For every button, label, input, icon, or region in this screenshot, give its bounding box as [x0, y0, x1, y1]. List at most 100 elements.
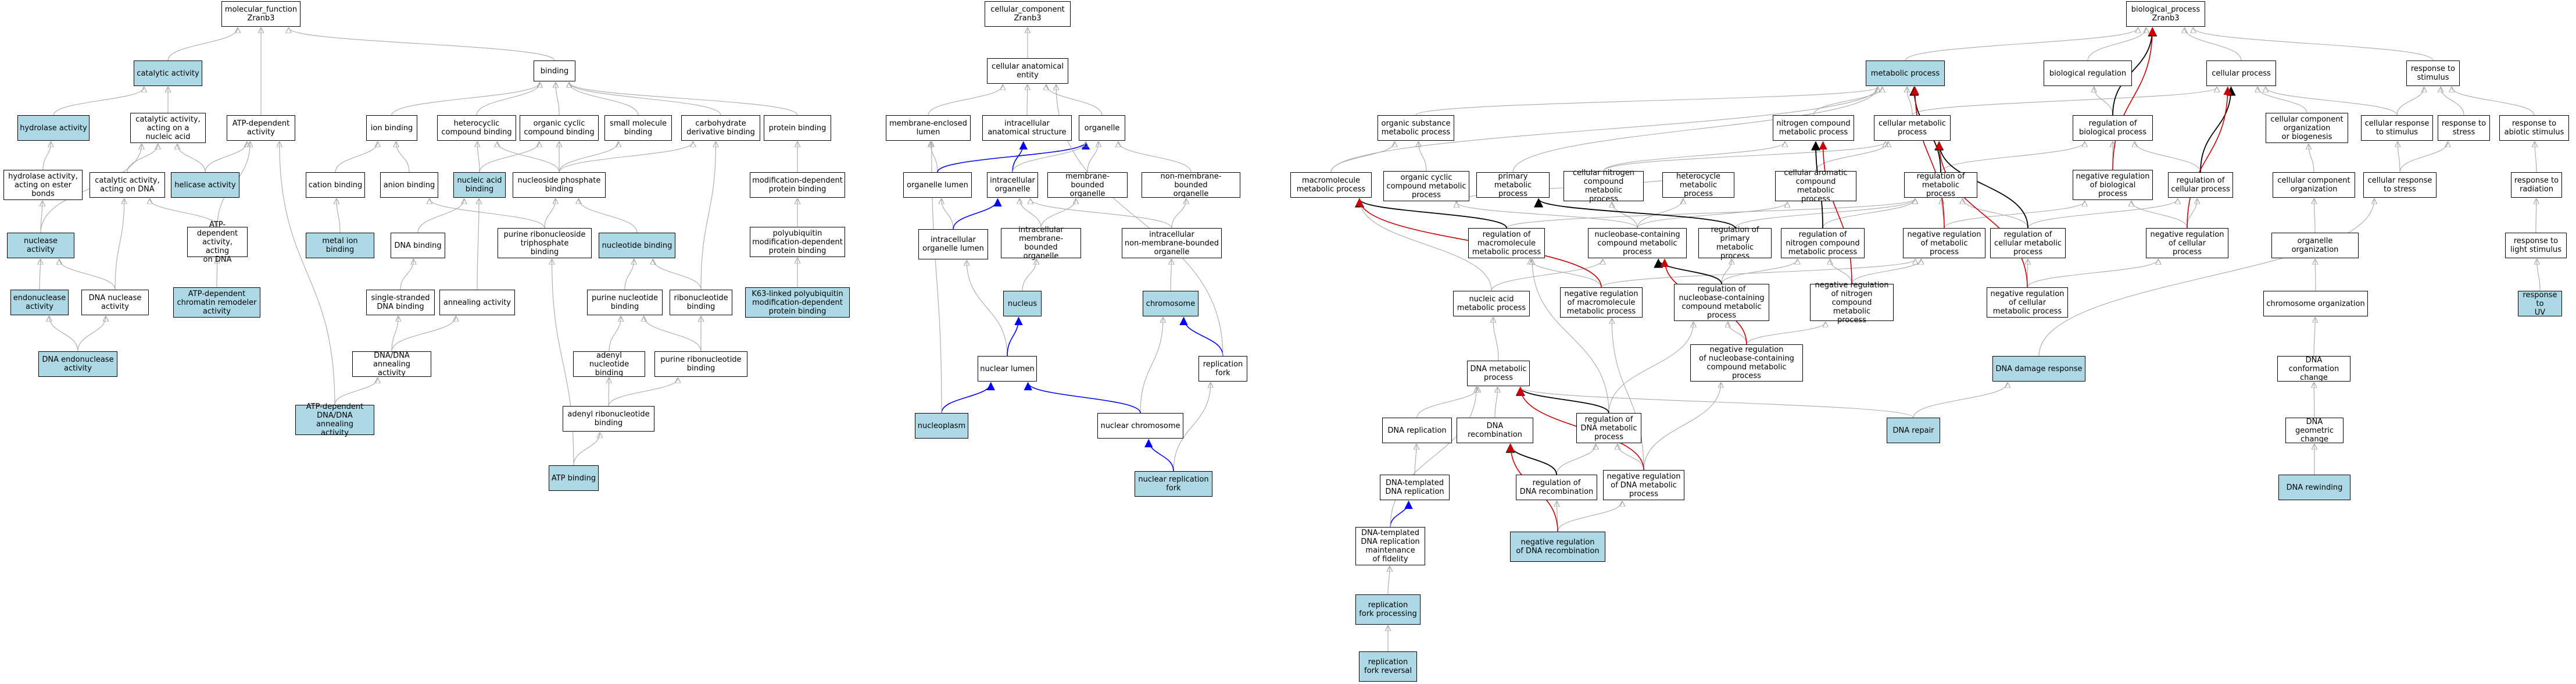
node-intracellular-non-membrane-bounded-organelle[interactable]: intracellular non-membrane-bounded organ… — [1122, 228, 1222, 258]
node-purine-nucleotide-binding[interactable]: purine nucleotide binding — [587, 290, 663, 315]
node-polyubiquitin-modification-dependent-protein-binding[interactable]: polyubiquitin modification-dependent pro… — [750, 227, 845, 257]
node-response-to-stimulus[interactable]: response to stimulus — [2406, 60, 2460, 86]
node-intracellular-membrane-bounded-organelle[interactable]: intracellular membrane-bounded organelle — [1001, 226, 1081, 261]
node-intracellular-organelle[interactable]: intracellular organelle — [987, 172, 1038, 198]
node-helicase-activity[interactable]: helicase activity — [171, 172, 239, 198]
node-adenyl-ribonucleotide-binding[interactable]: adenyl ribonucleotide binding — [563, 406, 654, 432]
node-nucleic-acid-binding[interactable]: nucleic acid binding — [453, 172, 506, 198]
node-negative-regulation-of-cellular-metabolic-process[interactable]: negative regulation of cellular metaboli… — [1987, 287, 2068, 318]
node-cellular-response-to-stress[interactable]: cellular response to stress — [2363, 172, 2437, 198]
node-single-stranded-dna-binding[interactable]: single-stranded DNA binding — [366, 290, 435, 315]
node-cellular-aromatic-compound-metabolic-process[interactable]: cellular aromatic compound metabolic pro… — [1775, 169, 1856, 204]
node-negative-regulation-of-biological-process[interactable]: negative regulation of biological proces… — [2073, 170, 2153, 200]
node-primary-metabolic-process[interactable]: primary metabolic process — [1476, 172, 1550, 198]
node-anion-binding[interactable]: anion binding — [380, 172, 438, 198]
node-atp-dependent-activity[interactable]: ATP-dependent activity — [227, 115, 295, 141]
node-dna-endonuclease-activity[interactable]: DNA endonuclease activity — [38, 351, 117, 377]
node-dna-binding[interactable]: DNA binding — [391, 233, 445, 258]
node-binding[interactable]: binding — [534, 60, 575, 81]
node-replication-fork-reversal[interactable]: replication fork reversal — [1359, 651, 1417, 682]
node-nuclease-activity[interactable]: nuclease activity — [7, 233, 74, 258]
node-membrane-bounded-organelle[interactable]: membrane-bounded organelle — [1047, 172, 1128, 198]
node-nucleotide-binding[interactable]: nucleotide binding — [599, 233, 675, 258]
node-cellular-response-to-stimulus[interactable]: cellular response to stimulus — [2361, 115, 2433, 141]
node-regulation-of-cellular-process[interactable]: regulation of cellular process — [2168, 172, 2233, 198]
node-nucleic-acid-metabolic-process[interactable]: nucleic acid metabolic process — [1453, 291, 1530, 316]
node-cellular-nitrogen-compound-metabolic-process[interactable]: cellular nitrogen compound metabolic pro… — [1564, 169, 1644, 204]
node-catalytic-activity[interactable]: catalytic activity — [134, 60, 202, 86]
node-negative-regulation-of-nucleobase-containing-compound-metabolic-process[interactable]: negative regulation of nucleobase-contai… — [1690, 344, 1803, 382]
node-ribonucleotide-binding[interactable]: ribonucleotide binding — [670, 290, 732, 315]
node-dna-templated-dna-replication[interactable]: DNA-templated DNA replication — [1380, 475, 1450, 500]
node-regulation-of-metabolic-process[interactable]: regulation of metabolic process — [1904, 172, 1977, 198]
node-organelle[interactable]: organelle — [1079, 115, 1125, 141]
node-response-to-light-stimulus[interactable]: response to light stimulus — [2505, 233, 2567, 258]
node-response-to-uv[interactable]: response to UV — [2518, 291, 2562, 317]
node-molecular-function-root[interactable]: molecular_function Zranb3 — [221, 1, 300, 27]
node-organelle-organization[interactable]: organelle organization — [2271, 233, 2359, 258]
node-dna-repair[interactable]: DNA repair — [1887, 418, 1940, 443]
node-dna-replication[interactable]: DNA replication — [1382, 418, 1452, 443]
node-metabolic-process[interactable]: metabolic process — [1866, 60, 1945, 86]
node-hydrolase-activity-acting-on-ester-bonds[interactable]: hydrolase activity, acting on ester bond… — [3, 170, 83, 200]
node-negative-regulation-of-cellular-process[interactable]: negative regulation of cellular process — [2146, 228, 2228, 258]
node-cellular-component-organization[interactable]: cellular component organization — [2273, 172, 2355, 198]
node-cellular-metabolic-process[interactable]: cellular metabolic process — [1874, 115, 1951, 141]
node-cellular-component-root[interactable]: cellular_component Zranb3 — [985, 1, 1071, 27]
node-hydrolase-activity[interactable]: hydrolase activity — [17, 115, 90, 141]
node-metal-ion-binding[interactable]: metal ion binding — [306, 233, 374, 258]
node-organic-substance-metabolic-process[interactable]: organic substance metabolic process — [1378, 115, 1454, 141]
node-carbohydrate-derivative-binding[interactable]: carbohydrate derivative binding — [681, 115, 760, 141]
node-response-to-stress[interactable]: response to stress — [2438, 115, 2490, 141]
node-cation-binding[interactable]: cation binding — [306, 172, 365, 198]
node-negative-regulation-of-nitrogen-compound-metabolic-process[interactable]: negative regulation of nitrogen compound… — [1810, 281, 1894, 325]
node-modification-dependent-protein-binding[interactable]: modification-dependent protein binding — [750, 172, 845, 198]
node-regulation-of-biological-process[interactable]: regulation of biological process — [2073, 115, 2153, 141]
node-organic-cyclic-compound-binding[interactable]: organic cyclic compound binding — [520, 115, 599, 141]
node-dna-templated-dna-replication-maintenance-of-fidelity[interactable]: DNA-templated DNA replication maintenanc… — [1355, 527, 1425, 565]
node-cellular-process[interactable]: cellular process — [2206, 60, 2276, 86]
node-atp-dependent-activity-acting-on-dna[interactable]: ATP-dependent activity, acting on DNA — [187, 220, 248, 264]
node-atp-dependent-chromatin-remodeler-activity[interactable]: ATP-dependent chromatin remodeler activi… — [173, 287, 260, 318]
node-intracellular-anatomical-structure[interactable]: intracellular anatomical structure — [982, 115, 1072, 141]
node-cellular-anatomical-entity[interactable]: cellular anatomical entity — [987, 58, 1068, 84]
node-small-molecule-binding[interactable]: small molecule binding — [604, 115, 672, 141]
node-atp-dependent-dna-dna-annealing-activity[interactable]: ATP-dependent DNA/DNA annealing activity — [295, 402, 374, 437]
node-annealing-activity[interactable]: annealing activity — [439, 290, 515, 315]
node-k63-linked-polyubiquitin-binding[interactable]: K63-linked polyubiquitin modification-de… — [745, 287, 850, 318]
node-chromosome[interactable]: chromosome — [1143, 291, 1198, 316]
node-regulation-of-nitrogen-compound-metabolic-process[interactable]: regulation of nitrogen compound metaboli… — [1781, 228, 1865, 258]
node-response-to-radiation[interactable]: response to radiation — [2511, 172, 2562, 198]
node-biological-regulation[interactable]: biological regulation — [2044, 60, 2132, 86]
node-regulation-of-nucleobase-containing-compound-metabolic-process[interactable]: regulation of nucleobase-containing comp… — [1674, 284, 1769, 321]
node-chromosome-organization[interactable]: chromosome organization — [2263, 291, 2368, 316]
node-dna-nuclease-activity[interactable]: DNA nuclease activity — [81, 290, 149, 315]
node-dna-recombination[interactable]: DNA recombination — [1457, 418, 1533, 443]
node-nuclear-replication-fork[interactable]: nuclear replication fork — [1135, 471, 1212, 497]
node-response-to-abiotic-stimulus[interactable]: response to abiotic stimulus — [2499, 115, 2569, 141]
node-biological-process-root[interactable]: biological_process Zranb3 — [2126, 1, 2205, 27]
node-negative-regulation-of-dna-metabolic-process[interactable]: negative regulation of DNA metabolic pro… — [1603, 470, 1684, 500]
node-atp-binding[interactable]: ATP binding — [549, 465, 599, 491]
node-dna-conformation-change[interactable]: DNA conformation change — [2277, 356, 2350, 382]
node-regulation-of-macromolecule-metabolic-process[interactable]: regulation of macromolecule metabolic pr… — [1468, 228, 1545, 258]
node-purine-ribonucleoside-triphosphate-binding[interactable]: purine ribonucleoside triphosphate bindi… — [498, 228, 592, 258]
node-adenyl-nucleotide-binding[interactable]: adenyl nucleotide binding — [573, 351, 645, 377]
node-cellular-component-organization-or-biogenesis[interactable]: cellular component organization or bioge… — [2266, 113, 2348, 143]
node-nucleoside-phosphate-binding[interactable]: nucleoside phosphate binding — [513, 172, 606, 198]
node-purine-ribonucleotide-binding[interactable]: purine ribonucleotide binding — [654, 351, 747, 377]
node-dna-damage-response[interactable]: DNA damage response — [1992, 356, 2085, 382]
node-nitrogen-compound-metabolic-process[interactable]: nitrogen compound metabolic process — [1773, 115, 1854, 141]
node-non-membrane-bounded-organelle[interactable]: non-membrane-bounded organelle — [1142, 172, 1240, 198]
node-negative-regulation-of-metabolic-process[interactable]: negative regulation of metabolic process — [1903, 228, 1985, 258]
node-dna-rewinding[interactable]: DNA rewinding — [2278, 475, 2350, 500]
node-nucleobase-containing-compound-metabolic-process[interactable]: nucleobase-containing compound metabolic… — [1588, 228, 1687, 258]
node-nuclear-lumen[interactable]: nuclear lumen — [978, 356, 1037, 382]
node-dna-metabolic-process[interactable]: DNA metabolic process — [1467, 361, 1530, 386]
node-replication-fork[interactable]: replication fork — [1198, 356, 1247, 382]
node-regulation-of-dna-recombination[interactable]: regulation of DNA recombination — [1516, 475, 1597, 500]
node-regulation-of-dna-metabolic-process[interactable]: regulation of DNA metabolic process — [1576, 413, 1641, 443]
node-negative-regulation-of-dna-recombination[interactable]: negative regulation of DNA recombination — [1510, 532, 1605, 562]
node-heterocycle-metabolic-process[interactable]: heterocycle metabolic process — [1662, 172, 1734, 198]
node-negative-regulation-of-macromolecule-metabolic-process[interactable]: negative regulation of macromolecule met… — [1560, 287, 1643, 318]
